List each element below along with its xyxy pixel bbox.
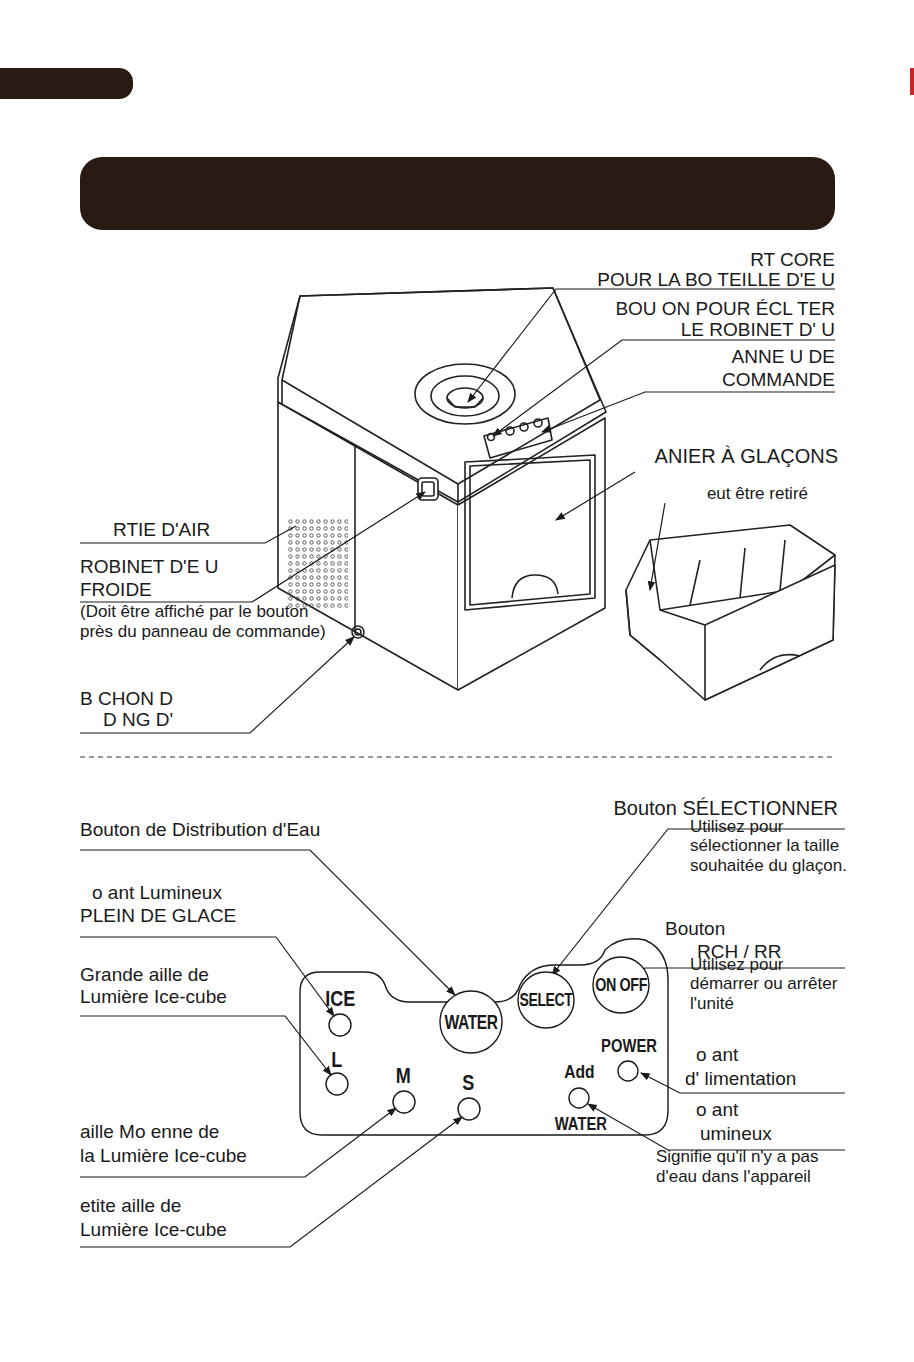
callout-label: ANIER À GLAÇONS	[655, 445, 838, 468]
callout-label: BOU ON POUR ÉCL TER	[615, 298, 835, 320]
panel-indicator-label: WATER	[555, 1114, 607, 1135]
callout-label: Bouton SÉLECTIONNER	[613, 797, 838, 820]
callout-label: Bouton de Distribution d'Eau	[80, 819, 320, 841]
callout-label: o ant	[696, 1099, 738, 1121]
panel-indicator-label: POWER	[601, 1036, 657, 1057]
panel-indicator-label: M	[395, 1063, 410, 1088]
panel-indicator-label: ICE	[325, 986, 355, 1011]
panel-button: WATER	[439, 990, 503, 1054]
callout-label: ROBINET D'E U	[80, 556, 218, 578]
callout-label: Grande aille de	[80, 964, 209, 986]
callout-label: LE ROBINET D' U	[681, 319, 835, 341]
callout-label: o ant Lumineux	[92, 882, 222, 904]
callout-label: Lumière Ice-cube	[80, 986, 227, 1008]
callout-label: d' limentation	[685, 1068, 796, 1090]
panel-button: ON OFF	[592, 956, 650, 1014]
panel-indicator-label: L	[331, 1047, 342, 1072]
callout-label: RT CORE	[750, 249, 835, 271]
callout-label: ANNE U DE	[732, 346, 835, 368]
button-label: ON OFF	[595, 974, 647, 996]
panel-indicator-label: Add	[564, 1061, 594, 1083]
button-label: WATER	[444, 1011, 497, 1034]
callout-label: POUR LA BO TEILLE D'E U	[597, 269, 835, 291]
callout-label: umineux	[700, 1123, 772, 1145]
callout-label: o ant	[696, 1044, 738, 1066]
callout-label: (Doit être affiché par le bouton près du…	[80, 602, 335, 641]
callout-label: D NG D'	[103, 709, 173, 731]
callout-label: aille Mo enne de	[80, 1121, 219, 1143]
callout-label: eut être retiré	[707, 484, 808, 504]
callout-label: COMMANDE	[722, 369, 835, 391]
callout-label: etite aille de	[80, 1195, 181, 1217]
callout-label: la Lumière Ice-cube	[80, 1145, 247, 1167]
callout-label: RTIE D'AIR	[113, 519, 210, 541]
callout-label: Utilisez pour sélectionner la taille sou…	[690, 817, 850, 876]
callout-label: FROIDE	[80, 579, 152, 601]
callout-label: Utilisez pour démarrer ou arrêter l'unit…	[690, 955, 850, 1014]
button-label: SELECT	[519, 990, 572, 1011]
panel-indicator-label: S	[462, 1070, 474, 1095]
callout-label: Signifie qu'il n'y a pas d'eau dans l'ap…	[656, 1147, 848, 1186]
callout-label: Bouton	[665, 918, 725, 940]
callout-label: PLEIN DE GLACE	[80, 905, 236, 927]
panel-button: SELECT	[517, 971, 575, 1029]
callout-label: B CHON D	[80, 688, 173, 710]
callout-label: Lumière Ice-cube	[80, 1219, 227, 1241]
